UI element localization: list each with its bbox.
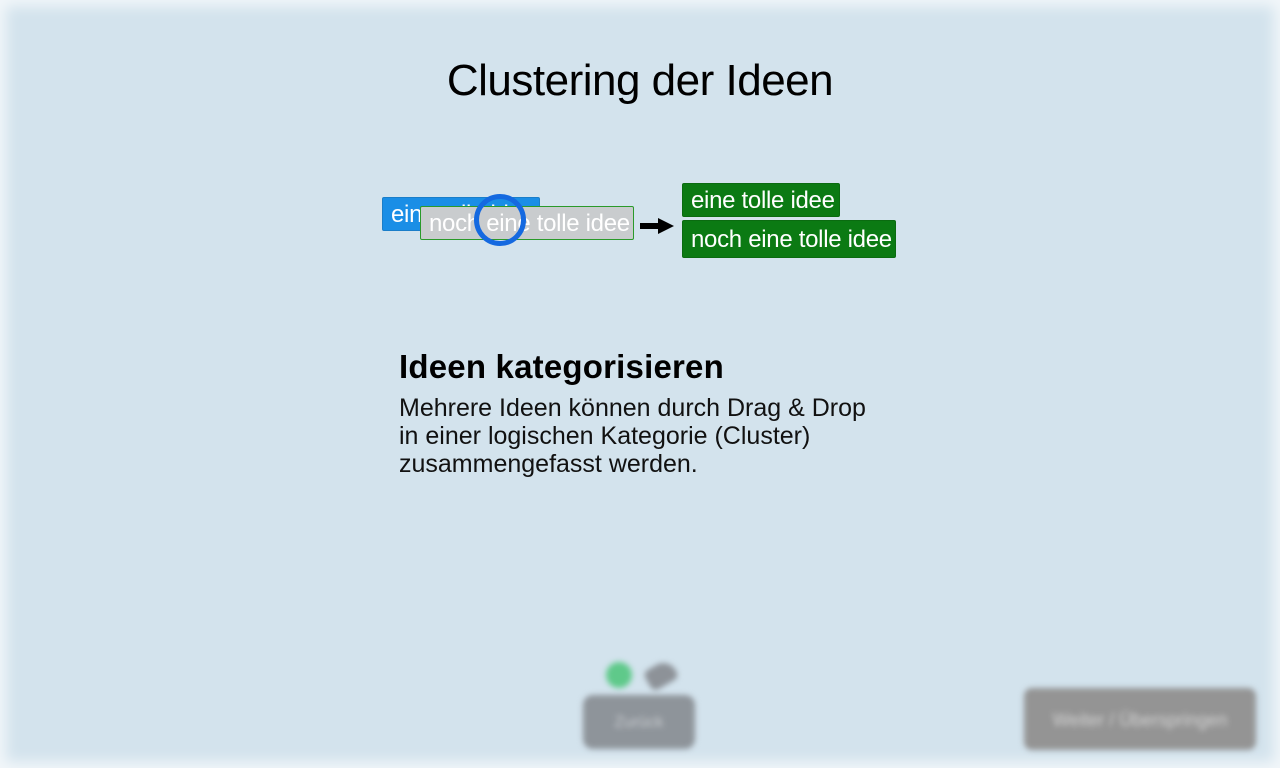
info-text: Mehrere Ideen können durch Drag & Drop i… (399, 394, 866, 478)
back-button[interactable]: Zurück (583, 695, 695, 749)
idea-card-dragging: noch eine tolle idee (420, 206, 634, 240)
clustered-card-1-label: eine tolle idee (691, 187, 835, 214)
clustered-card-2: noch eine tolle idee (682, 220, 896, 258)
clustered-card-2-label: noch eine tolle idee (691, 226, 892, 253)
info-heading: Ideen kategorisieren (399, 348, 724, 385)
clustered-card-1: eine tolle idee (682, 183, 840, 217)
idea-card-dragging-label: noch eine tolle idee (429, 210, 630, 237)
info-section: Ideen kategorisieren Mehrere Ideen könne… (399, 348, 889, 478)
green-dot-icon (606, 662, 632, 688)
slide-title: Clustering der Ideen (446, 56, 834, 105)
drag-cursor-ring-icon (474, 194, 526, 246)
next-button[interactable]: Weiter / Überspringen (1024, 688, 1256, 750)
right-arrow-icon (640, 218, 674, 234)
pointer-icon (642, 657, 680, 693)
